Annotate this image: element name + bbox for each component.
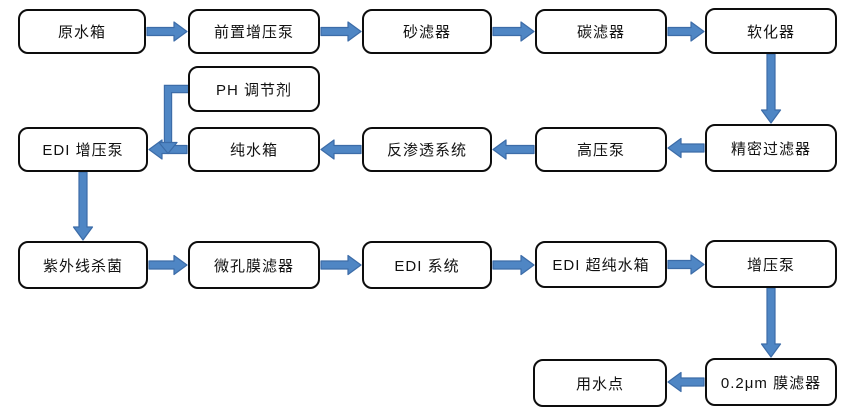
flow-arrow bbox=[320, 139, 362, 160]
flow-arrow bbox=[667, 254, 705, 275]
flow-arrow bbox=[492, 21, 535, 42]
node-label: 纯水箱 bbox=[229, 142, 278, 159]
node-edi-ultrapure-tank: EDI 超纯水箱 bbox=[535, 241, 667, 288]
node-membrane-filter-02um: 0.2μm 膜滤器 bbox=[705, 358, 837, 406]
node-sand-filter: 砂滤器 bbox=[362, 9, 492, 54]
flow-arrow bbox=[146, 21, 188, 42]
node-label: 微孔膜滤器 bbox=[213, 257, 294, 275]
node-booster-pump: 增压泵 bbox=[705, 240, 837, 288]
node-edi-booster-pump: EDI 增压泵 bbox=[18, 127, 148, 172]
flow-arrow bbox=[320, 254, 362, 276]
node-label: 软化器 bbox=[746, 23, 795, 41]
node-label: 增压泵 bbox=[746, 256, 795, 274]
node-precision-filter: 精密过滤器 bbox=[705, 124, 837, 172]
node-label: 前置增压泵 bbox=[213, 24, 294, 41]
node-label: 用水点 bbox=[575, 375, 624, 393]
ph-dosing-connector bbox=[165, 86, 188, 143]
ph-dosing-arrowhead bbox=[158, 141, 178, 155]
node-ph-adjuster: PH 调节剂 bbox=[188, 66, 320, 112]
flow-arrow bbox=[72, 171, 94, 241]
flow-arrow bbox=[667, 137, 705, 159]
flow-arrow bbox=[148, 254, 188, 276]
node-label: 0.2μm 膜滤器 bbox=[720, 374, 822, 392]
node-uv-sterilizer: 紫外线杀菌 bbox=[18, 241, 148, 289]
node-label: EDI 超纯水箱 bbox=[552, 257, 650, 274]
node-carbon-filter: 碳滤器 bbox=[535, 9, 667, 54]
flow-arrow bbox=[760, 287, 782, 358]
flow-arrow bbox=[667, 371, 705, 393]
node-pre-booster-pump: 前置增压泵 bbox=[188, 9, 320, 54]
node-pure-water-tank: 纯水箱 bbox=[188, 127, 320, 172]
flow-arrow bbox=[492, 254, 535, 276]
node-raw-water-tank: 原水箱 bbox=[18, 9, 146, 54]
node-label: PH 调节剂 bbox=[215, 81, 292, 99]
flow-arrow bbox=[667, 21, 705, 42]
node-high-pressure-pump: 高压泵 bbox=[535, 127, 667, 172]
node-ro-system: 反渗透系统 bbox=[362, 127, 492, 172]
node-label: 紫外线杀菌 bbox=[42, 257, 123, 275]
node-label: 精密过滤器 bbox=[730, 140, 811, 158]
node-label: 反渗透系统 bbox=[386, 142, 467, 159]
node-label: EDI 增压泵 bbox=[42, 142, 124, 159]
node-softener: 软化器 bbox=[705, 8, 837, 54]
node-label: 碳滤器 bbox=[576, 24, 625, 41]
node-edi-system: EDI 系统 bbox=[362, 241, 492, 289]
flow-arrow bbox=[492, 139, 535, 160]
node-label: 原水箱 bbox=[57, 24, 106, 41]
flow-arrow bbox=[320, 21, 362, 42]
node-micro-membrane-filter: 微孔膜滤器 bbox=[188, 241, 320, 289]
node-label: 高压泵 bbox=[576, 142, 625, 159]
flow-arrow bbox=[760, 53, 782, 124]
node-label: EDI 系统 bbox=[394, 257, 460, 275]
node-label: 砂滤器 bbox=[402, 24, 451, 41]
node-point-of-use: 用水点 bbox=[533, 359, 667, 407]
